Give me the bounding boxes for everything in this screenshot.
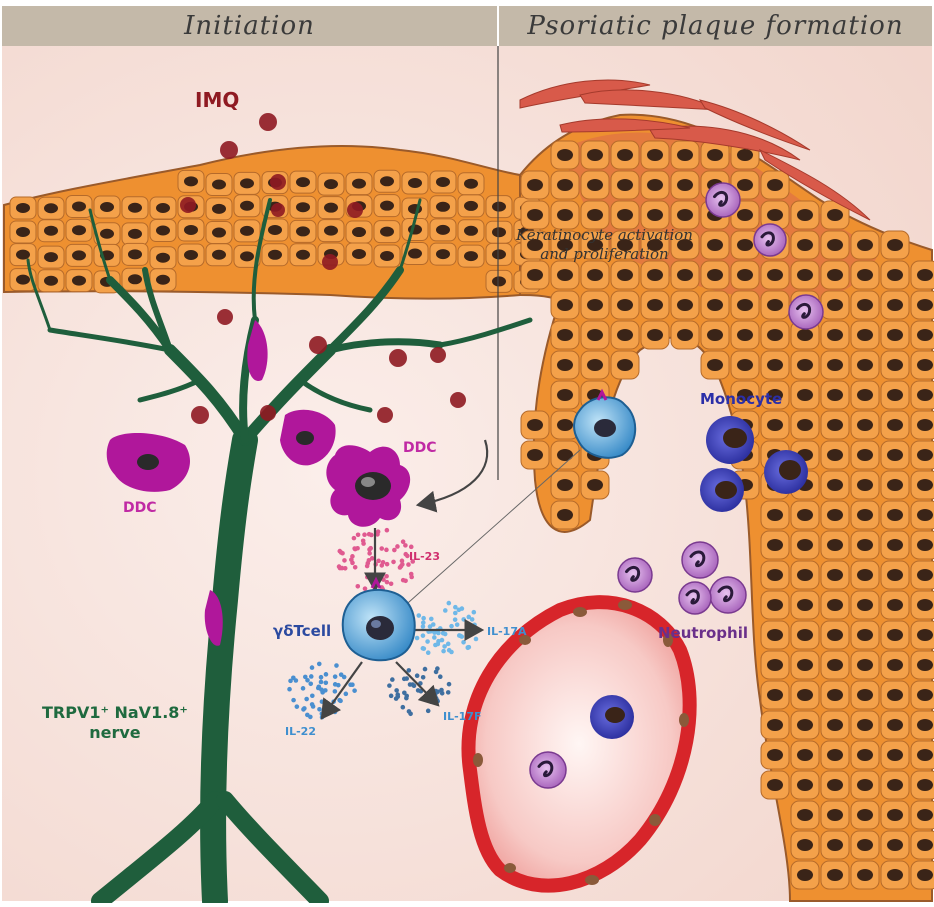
label-ddc-left: DDC [123, 500, 157, 516]
header-plaque-title: Psoriatic plaque formation [527, 11, 903, 41]
label-il17f: IL-17F [443, 710, 482, 723]
label-nerve-line2: nerve [42, 723, 188, 743]
label-il17a: IL-17A [487, 625, 527, 638]
label-keratinocyte: Keratinocyte activation and proliferatio… [516, 226, 693, 264]
label-nerve: TRPV1⁺ NaV1.8⁺ nerve [42, 703, 188, 743]
label-keratinocyte-line1: Keratinocyte activation [516, 226, 693, 245]
header-plaque: Psoriatic plaque formation [499, 6, 932, 46]
label-imq: IMQ [195, 88, 239, 112]
label-neutrophil: Neutrophil [658, 624, 748, 642]
header-initiation-title: Initiation [184, 11, 315, 41]
label-ddc-center: DDC [403, 440, 437, 456]
label-il22: IL-22 [285, 725, 316, 738]
label-keratinocyte-line2: and proliferation [516, 245, 693, 264]
label-il23: IL-23 [409, 550, 440, 563]
label-nerve-line1: TRPV1⁺ NaV1.8⁺ [42, 703, 188, 723]
label-monocyte: Monocyte [700, 390, 782, 408]
label-tcell: γδTcell [273, 622, 331, 640]
header-initiation: Initiation [2, 6, 497, 46]
